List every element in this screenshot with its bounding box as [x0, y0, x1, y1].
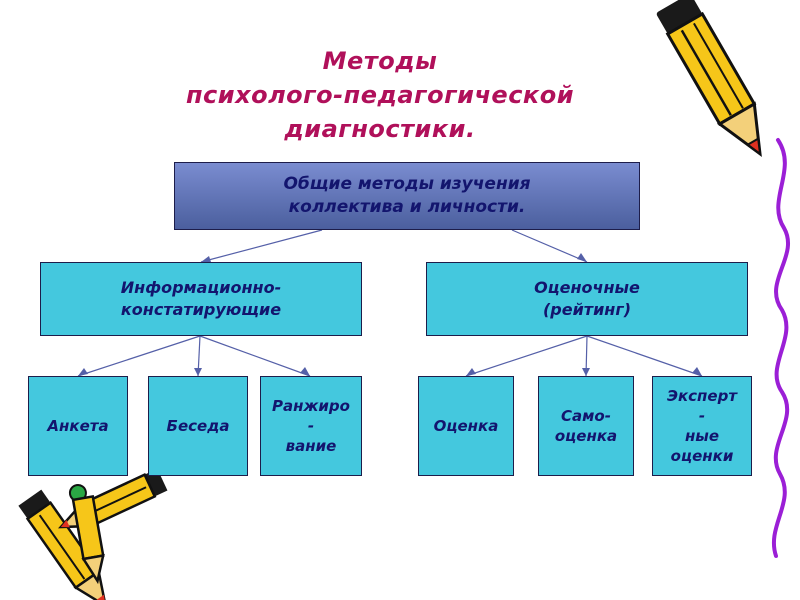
pencil-icon-bottom-left-3 — [68, 483, 105, 585]
leaf-node-beseda: Беседа — [148, 376, 248, 476]
title-line-1: Методы — [322, 47, 438, 75]
leaf-node-ranzhirovanie: Ранжиро - вание — [260, 376, 362, 476]
leaf-node-anketa: Анкета — [28, 376, 128, 476]
leaf-samo-line-2: оценка — [554, 427, 618, 445]
leaf-anketa-label: Анкета — [47, 417, 109, 435]
branch-node-informational: Информационно- констатирующие — [40, 262, 362, 336]
page-title: Методы психолого-педагогической диагност… — [100, 44, 660, 146]
leaf-expert-line-1: Эксперт — [666, 387, 738, 405]
connector-left-ranzh — [199, 335, 311, 377]
root-node-general-methods: Общие методы изучения коллектива и лично… — [174, 162, 640, 230]
leaf-expert-line-3: ные — [684, 427, 720, 445]
leaf-ocenka-label: Оценка — [433, 417, 499, 435]
purple-squiggle-decoration — [771, 138, 791, 558]
branch-right-line-1: Оценочные — [534, 278, 640, 297]
connector-arrowheads — [78, 253, 702, 376]
connector-right-ocenka — [465, 335, 588, 377]
title-line-2: психолого-педагогической — [185, 81, 575, 109]
leaf-expert-line-4: оценки — [670, 447, 734, 465]
connector-root-right — [511, 229, 588, 263]
title-line-3: диагностики. — [284, 115, 476, 143]
connector-root-left — [200, 229, 323, 263]
leaf-ranzh-line-1: Ранжиро — [272, 397, 350, 415]
branch-left-line-1: Информационно- — [120, 278, 282, 297]
leaf-node-ocenka: Оценка — [418, 376, 514, 476]
leaf-expert-line-2: - — [698, 407, 706, 425]
leaf-node-samoocenka: Само- оценка — [538, 376, 634, 476]
leaf-beseda-label: Беседа — [166, 417, 230, 435]
leaf-ranzh-line-2: - — [307, 417, 315, 435]
pencil-icon-bottom-left-1 — [18, 489, 108, 600]
branch-node-evaluative: Оценочные (рейтинг) — [426, 262, 748, 336]
pencil-icon-top-right — [656, 0, 762, 158]
connector-right-expert — [586, 335, 703, 377]
connector-left-anketa — [77, 335, 201, 377]
leaf-node-expert: Эксперт - ные оценки — [652, 376, 752, 476]
branch-right-line-2: (рейтинг) — [542, 300, 632, 319]
branch-left-line-2: констатирующие — [120, 300, 282, 319]
leaf-ranzh-line-3: вание — [285, 437, 337, 455]
root-line-1: Общие методы изучения — [283, 174, 531, 194]
connector-lines — [77, 229, 703, 377]
leaf-samo-line-1: Само- — [561, 407, 611, 425]
root-line-2: коллектива и личности. — [288, 197, 526, 217]
